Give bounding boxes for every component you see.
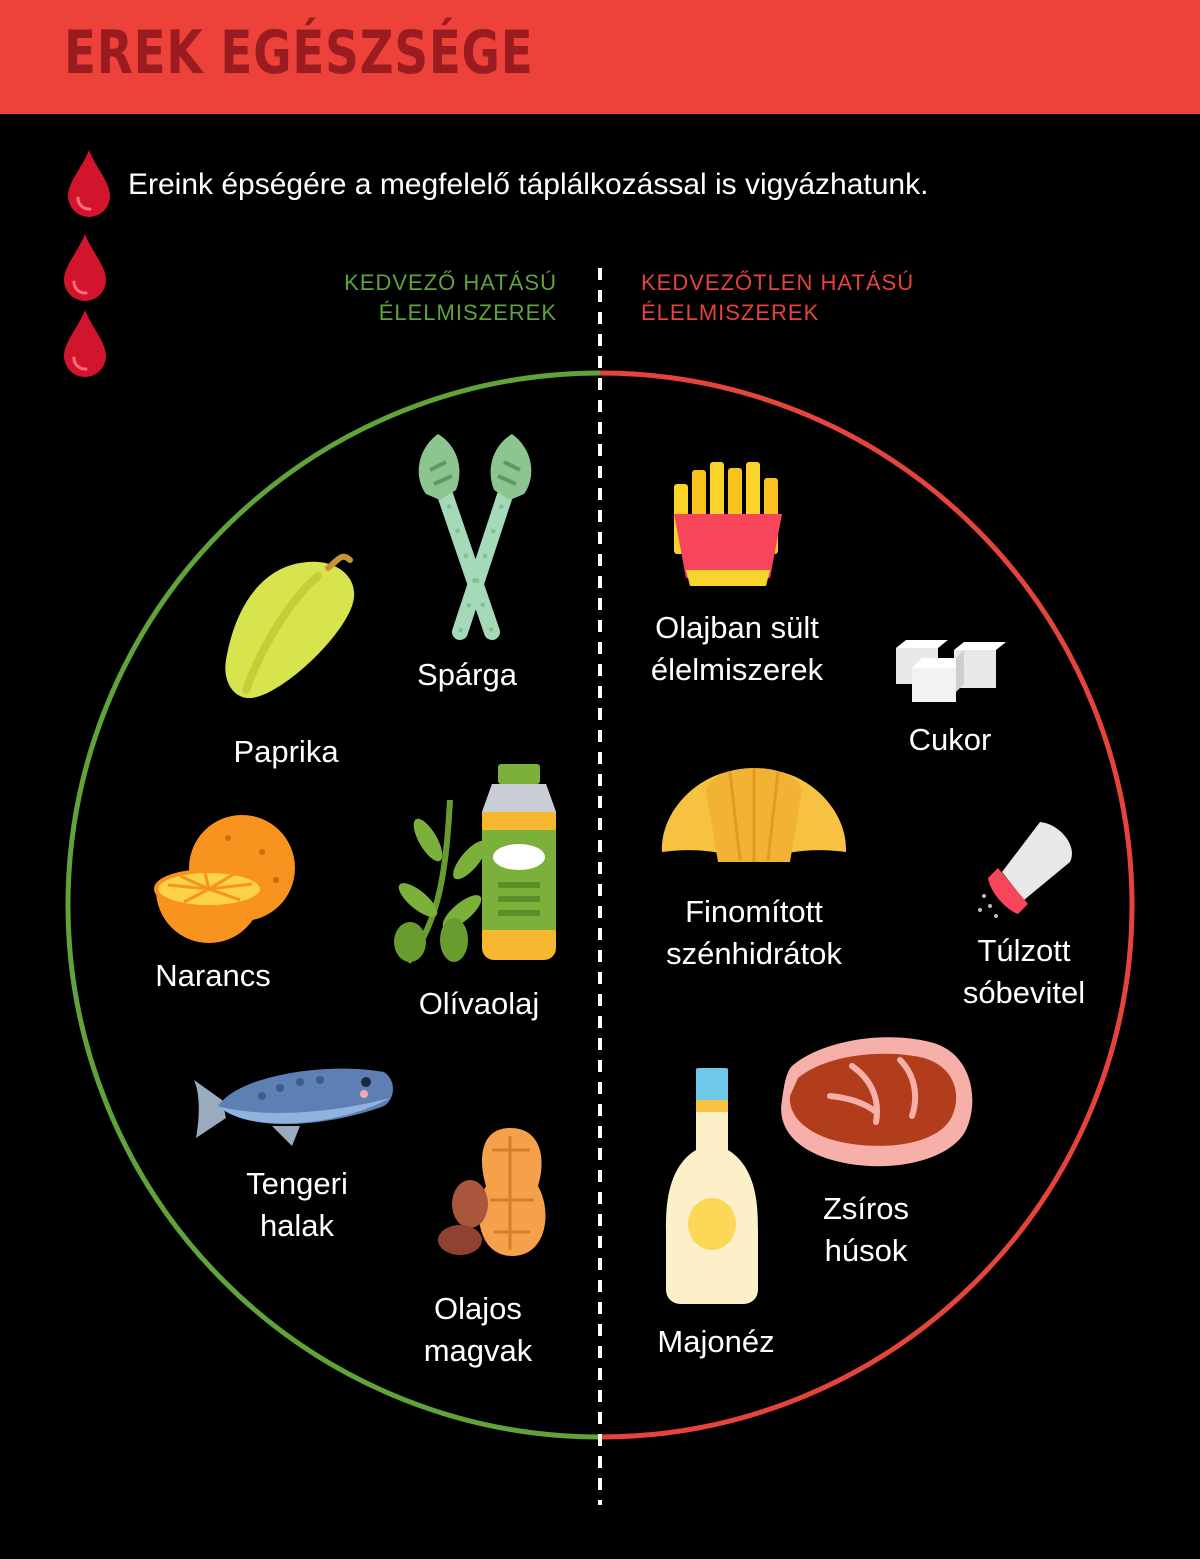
pepper-icon xyxy=(225,553,355,699)
sugar-cubes-icon xyxy=(896,640,1006,702)
label-orange: Narancs xyxy=(155,958,271,993)
blood-drop-icon xyxy=(64,310,106,377)
good-half-circle xyxy=(65,370,601,1440)
mayonnaise-icon xyxy=(666,1068,758,1304)
olive-oil-icon xyxy=(394,764,556,964)
croissant-icon xyxy=(661,768,847,862)
meat-icon xyxy=(781,1037,973,1167)
label-asparagus: Spárga xyxy=(417,657,517,692)
fries-icon xyxy=(674,462,782,586)
blood-drop-icon xyxy=(64,234,106,301)
bad-foods-header: KEDVEZŐTLEN HATÁSÚ ÉLELMISZEREK xyxy=(641,270,915,325)
good-foods-header: KEDVEZŐ HATÁSÚ ÉLELMISZEREK xyxy=(344,270,557,325)
label-pepper: Paprika xyxy=(233,734,339,769)
title-banner: EREK EGÉSZSÉGE xyxy=(0,0,1200,114)
salt-shaker-icon xyxy=(978,822,1072,918)
label-mayonnaise: Majonéz xyxy=(657,1324,775,1359)
label-sugar: Cukor xyxy=(908,722,992,757)
orange-icon xyxy=(154,815,295,944)
blood-drop-icon xyxy=(68,150,110,217)
fish-icon xyxy=(194,1068,393,1146)
page-title: EREK EGÉSZSÉGE xyxy=(64,18,534,88)
intro-text: Ereink épségére a megfelelő táplálkozáss… xyxy=(128,168,929,201)
asparagus-icon xyxy=(418,434,532,640)
bad-half-circle xyxy=(599,370,1135,1440)
nuts-icon xyxy=(438,1128,546,1256)
label-olive-oil: Olívaolaj xyxy=(418,986,540,1021)
